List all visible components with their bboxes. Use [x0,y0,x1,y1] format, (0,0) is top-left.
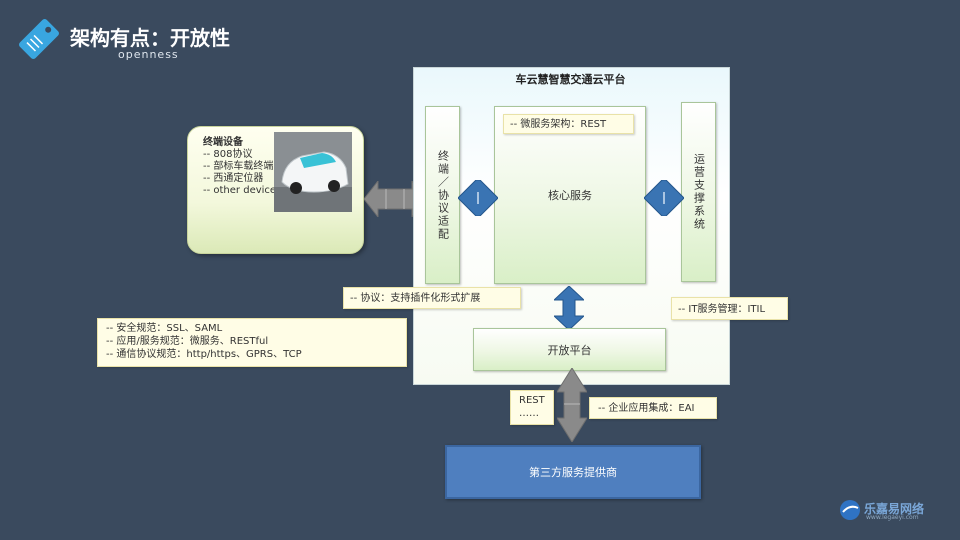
third-party-box: 第三方服务提供商 [445,445,701,499]
core-ops-arrow [644,180,684,216]
spec-item: -- 通信协议规范：http/https、GPRS、TCP [106,349,302,360]
spec-item: -- 安全规范：SSL、SAML [106,323,223,334]
tag-icon [19,19,59,59]
terminal-item: -- 西通定位器 [203,173,264,184]
rest-note: REST …… [510,390,554,425]
terminal-item: -- other device [203,185,277,196]
page-title: 架构有点：开放性 [70,26,230,50]
core-service-box: 核心服务 [494,106,646,284]
platform-title: 车云慧智慧交通云平台 [515,73,626,86]
car-image [274,132,352,212]
ops-support-box: 运营支撑系统 [681,102,716,282]
terminal-heading: 终端设备 [203,137,243,148]
logo-icon [840,500,860,520]
page-subtitle: openness [118,48,179,61]
open-platform-box: 开放平台 [473,328,666,371]
terminal-adapter-box: 终端／协议适配 [425,106,460,284]
terminal-item: -- 808协议 [203,149,253,160]
open-thirdparty-arrow [557,368,587,442]
eai-note: -- 企业应用集成：EAI [589,397,717,419]
it-service-note: -- IT服务管理：ITIL [671,297,788,320]
terminal-device-text: 终端设备-- 808协议-- 部标车载终端-- 西通定位器-- other de… [203,137,276,197]
spec-note: -- 安全规范：SSL、SAML -- 应用/服务规范：微服务、RESTful … [97,318,407,367]
terminal-item: -- 部标车载终端 [203,161,274,172]
watermark-url: www.legaeyi.com [866,514,919,521]
terminal-platform-arrow [364,181,426,217]
rest-label: REST [519,395,545,406]
spec-item: -- 应用/服务规范：微服务、RESTful [106,336,269,347]
adapter-core-arrow [458,180,498,216]
rest-ellipsis: …… [519,408,539,419]
protocol-note: -- 协议：支持插件化形式扩展 [343,287,521,309]
watermark-name: 乐嘉易网络 [864,502,925,516]
core-open-arrow [554,286,584,330]
core-service-note: -- 微服务架构：REST [503,114,634,134]
